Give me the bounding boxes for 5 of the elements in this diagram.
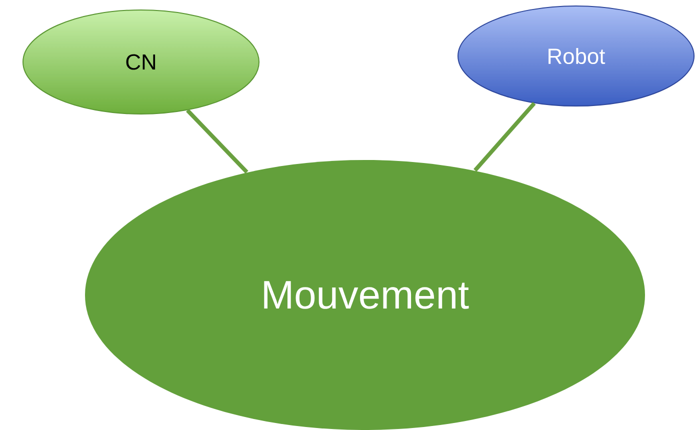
connector-line — [474, 102, 536, 172]
ellipse-node: Robot — [458, 6, 694, 106]
ellipse-node: CN — [22, 10, 260, 114]
connector-line — [186, 108, 248, 174]
ellipse-node: Mouvement — [85, 160, 645, 430]
